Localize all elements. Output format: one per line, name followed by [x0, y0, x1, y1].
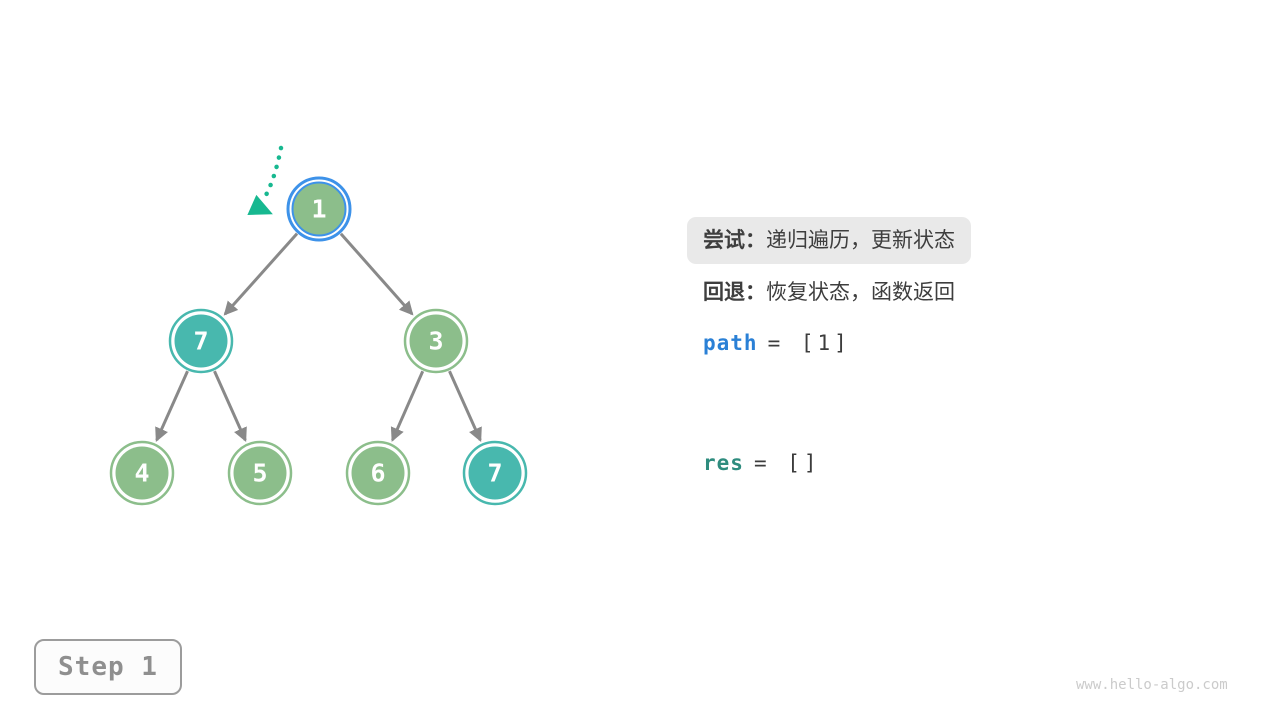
tree-node-label: 1: [311, 195, 326, 224]
tree-node-circle: [468, 446, 522, 500]
try-annotation-text: 递归遍历，更新状态: [766, 229, 955, 252]
tree-node-6: 6: [345, 440, 411, 506]
res-variable: res = []: [703, 450, 821, 477]
tree-node-ring: [227, 440, 293, 506]
tree-node-circle: [351, 446, 405, 500]
tree-node-7: 7: [462, 440, 528, 506]
tree-node-ring: [345, 440, 411, 506]
tree-node-5: 5: [227, 440, 293, 506]
tree-node-label: 4: [134, 459, 149, 488]
watermark: www.hello-algo.com: [1076, 677, 1228, 693]
tree-node-ring: [403, 308, 469, 374]
tree-edge: [155, 370, 189, 442]
tree-node-label: 5: [252, 459, 267, 488]
try-annotation-prefix: 尝试：: [703, 229, 766, 252]
try-annotation: 尝试：递归遍历，更新状态: [687, 217, 971, 264]
tree-node-circle: [409, 314, 463, 368]
tree-node-circle: [174, 314, 228, 368]
tree-edge: [448, 370, 482, 442]
tree-edge: [223, 232, 299, 316]
tree-node-ring: [286, 176, 352, 242]
step-badge: Step 1: [34, 639, 182, 695]
backtrack-annotation: 回退：恢复状态，函数返回: [703, 279, 955, 306]
backtrack-annotation-text: 恢复状态，函数返回: [766, 281, 955, 304]
tree-node-label: 3: [428, 327, 443, 356]
tree-node-label: 7: [193, 327, 208, 356]
pointer-arrowhead-icon: [247, 194, 273, 215]
backtrack-annotation-prefix: 回退：: [703, 281, 766, 304]
tree-node-circle: [291, 181, 347, 237]
pointer-dotted-trail: [263, 145, 284, 198]
tree-node-ring: [462, 440, 528, 506]
tree-node-circle: [115, 446, 169, 500]
tree-node-7: 7: [168, 308, 234, 374]
tree-edge: [339, 232, 414, 316]
tree-node-ring: [109, 440, 175, 506]
path-variable-name: path: [703, 331, 758, 355]
path-variable-value: = [1]: [767, 331, 851, 355]
path-variable: path = [1]: [703, 330, 851, 357]
tree-edge: [390, 370, 425, 442]
pointer-arrow: [247, 145, 284, 215]
res-variable-name: res: [703, 451, 744, 475]
binary-tree-diagram: 1 7 3 4 5 6 7: [109, 145, 528, 506]
tree-node-label: 6: [370, 459, 385, 488]
res-variable-value: = []: [753, 451, 821, 475]
tree-node-label: 7: [487, 459, 502, 488]
tree-node-4: 4: [109, 440, 175, 506]
tree-node-1: 1: [286, 176, 352, 242]
tree-node-ring: [168, 308, 234, 374]
tree-edge: [213, 370, 247, 442]
tree-node-3: 3: [403, 308, 469, 374]
tree-node-circle: [233, 446, 287, 500]
